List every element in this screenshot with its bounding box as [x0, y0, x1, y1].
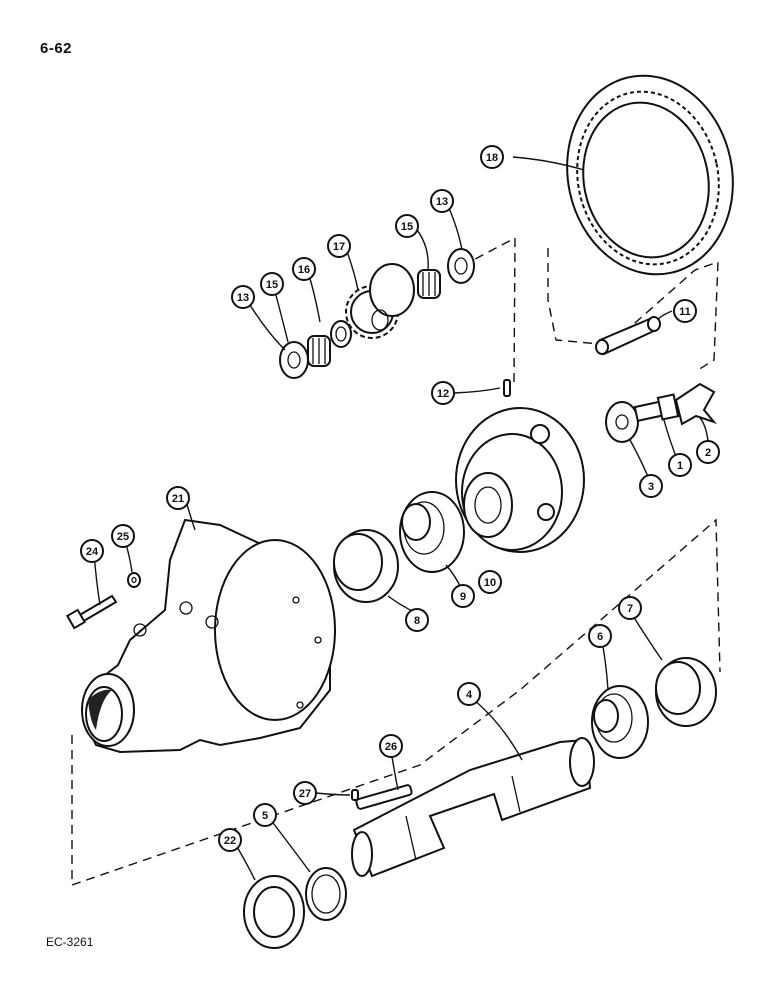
callout-5: 5 — [253, 803, 277, 827]
key-pin — [351, 789, 359, 801]
svg-text:7: 7 — [627, 603, 633, 615]
svg-text:18: 18 — [486, 152, 498, 164]
callout-24: 24 — [80, 539, 104, 563]
svg-text:17: 17 — [333, 241, 345, 253]
svg-text:12: 12 — [437, 388, 449, 400]
spacer-ring — [330, 320, 352, 348]
axle-housing — [81, 518, 336, 754]
lock-washer — [127, 572, 141, 588]
callout-7: 7 — [618, 596, 642, 620]
callout-22: 22 — [218, 828, 242, 852]
svg-text:26: 26 — [385, 741, 397, 753]
callout-15-top: 15 — [395, 214, 419, 238]
bearing-cone-6 — [591, 685, 649, 759]
bearing-cup-8 — [333, 529, 399, 603]
callout-12: 12 — [431, 381, 455, 405]
needle-bearing-right — [417, 269, 441, 299]
svg-text:15: 15 — [266, 279, 278, 291]
svg-text:9: 9 — [460, 591, 466, 603]
callout-1: 1 — [668, 453, 692, 477]
svg-text:1: 1 — [677, 460, 683, 472]
svg-text:11: 11 — [679, 306, 691, 318]
svg-text:25: 25 — [117, 531, 129, 543]
oil-seal-sleeve — [305, 867, 347, 921]
reference-code: EC-3261 — [46, 935, 94, 949]
svg-text:13: 13 — [237, 292, 249, 304]
callout-21: 21 — [166, 486, 190, 510]
callout-2: 2 — [696, 440, 720, 464]
shaft-key — [355, 784, 413, 810]
svg-text:27: 27 — [299, 788, 311, 800]
ring-gear — [566, 74, 734, 276]
callout-26: 26 — [379, 734, 403, 758]
assembly-line-planet-gears — [461, 236, 516, 383]
oil-seal — [243, 875, 305, 949]
svg-text:15: 15 — [401, 221, 413, 233]
svg-text:3: 3 — [648, 481, 654, 493]
svg-text:24: 24 — [86, 546, 99, 558]
callout-17: 17 — [327, 234, 351, 258]
callout-15-left: 15 — [260, 272, 284, 296]
callout-8: 8 — [405, 608, 429, 632]
bearing-cup-7 — [655, 657, 717, 727]
callout-13-top: 13 — [430, 189, 454, 213]
svg-text:10: 10 — [484, 577, 496, 589]
callout-18: 18 — [480, 145, 504, 169]
thrust-washer-3 — [605, 401, 639, 443]
svg-text:16: 16 — [298, 264, 310, 276]
housing-bolt — [65, 594, 118, 630]
svg-text:5: 5 — [262, 810, 268, 822]
svg-text:4: 4 — [466, 689, 473, 701]
bearing-cone-9 — [399, 491, 465, 573]
callout-27: 27 — [293, 781, 317, 805]
callout-11: 11 — [673, 299, 697, 323]
thrust-washer-left — [279, 341, 309, 379]
callout-9: 9 — [451, 584, 475, 608]
svg-text:13: 13 — [436, 196, 448, 208]
callout-10: 10 — [478, 570, 502, 594]
callout-3: 3 — [639, 474, 663, 498]
svg-text:2: 2 — [705, 447, 711, 459]
needle-bearing-left — [307, 335, 331, 367]
planet-gear — [345, 263, 415, 339]
cap-screw — [633, 393, 680, 422]
page-number: 6-62 — [40, 40, 73, 57]
axle-shaft — [351, 737, 595, 878]
svg-text:6: 6 — [597, 631, 603, 643]
svg-text:22: 22 — [224, 835, 236, 847]
svg-text:8: 8 — [414, 615, 420, 627]
thrust-washer-right — [447, 248, 475, 284]
callout-4: 4 — [457, 682, 481, 706]
planet-pin — [595, 316, 661, 356]
callout-16: 16 — [292, 257, 316, 281]
roll-pin — [503, 379, 511, 397]
callout-13-left: 13 — [231, 285, 255, 309]
svg-text:21: 21 — [172, 493, 184, 505]
callout-25: 25 — [111, 524, 135, 548]
lock-plate — [674, 382, 718, 426]
callout-6: 6 — [588, 624, 612, 648]
assembly-line-ring-gear — [547, 248, 719, 371]
planet-carrier — [455, 407, 585, 553]
assembly-line-housing — [71, 518, 721, 886]
